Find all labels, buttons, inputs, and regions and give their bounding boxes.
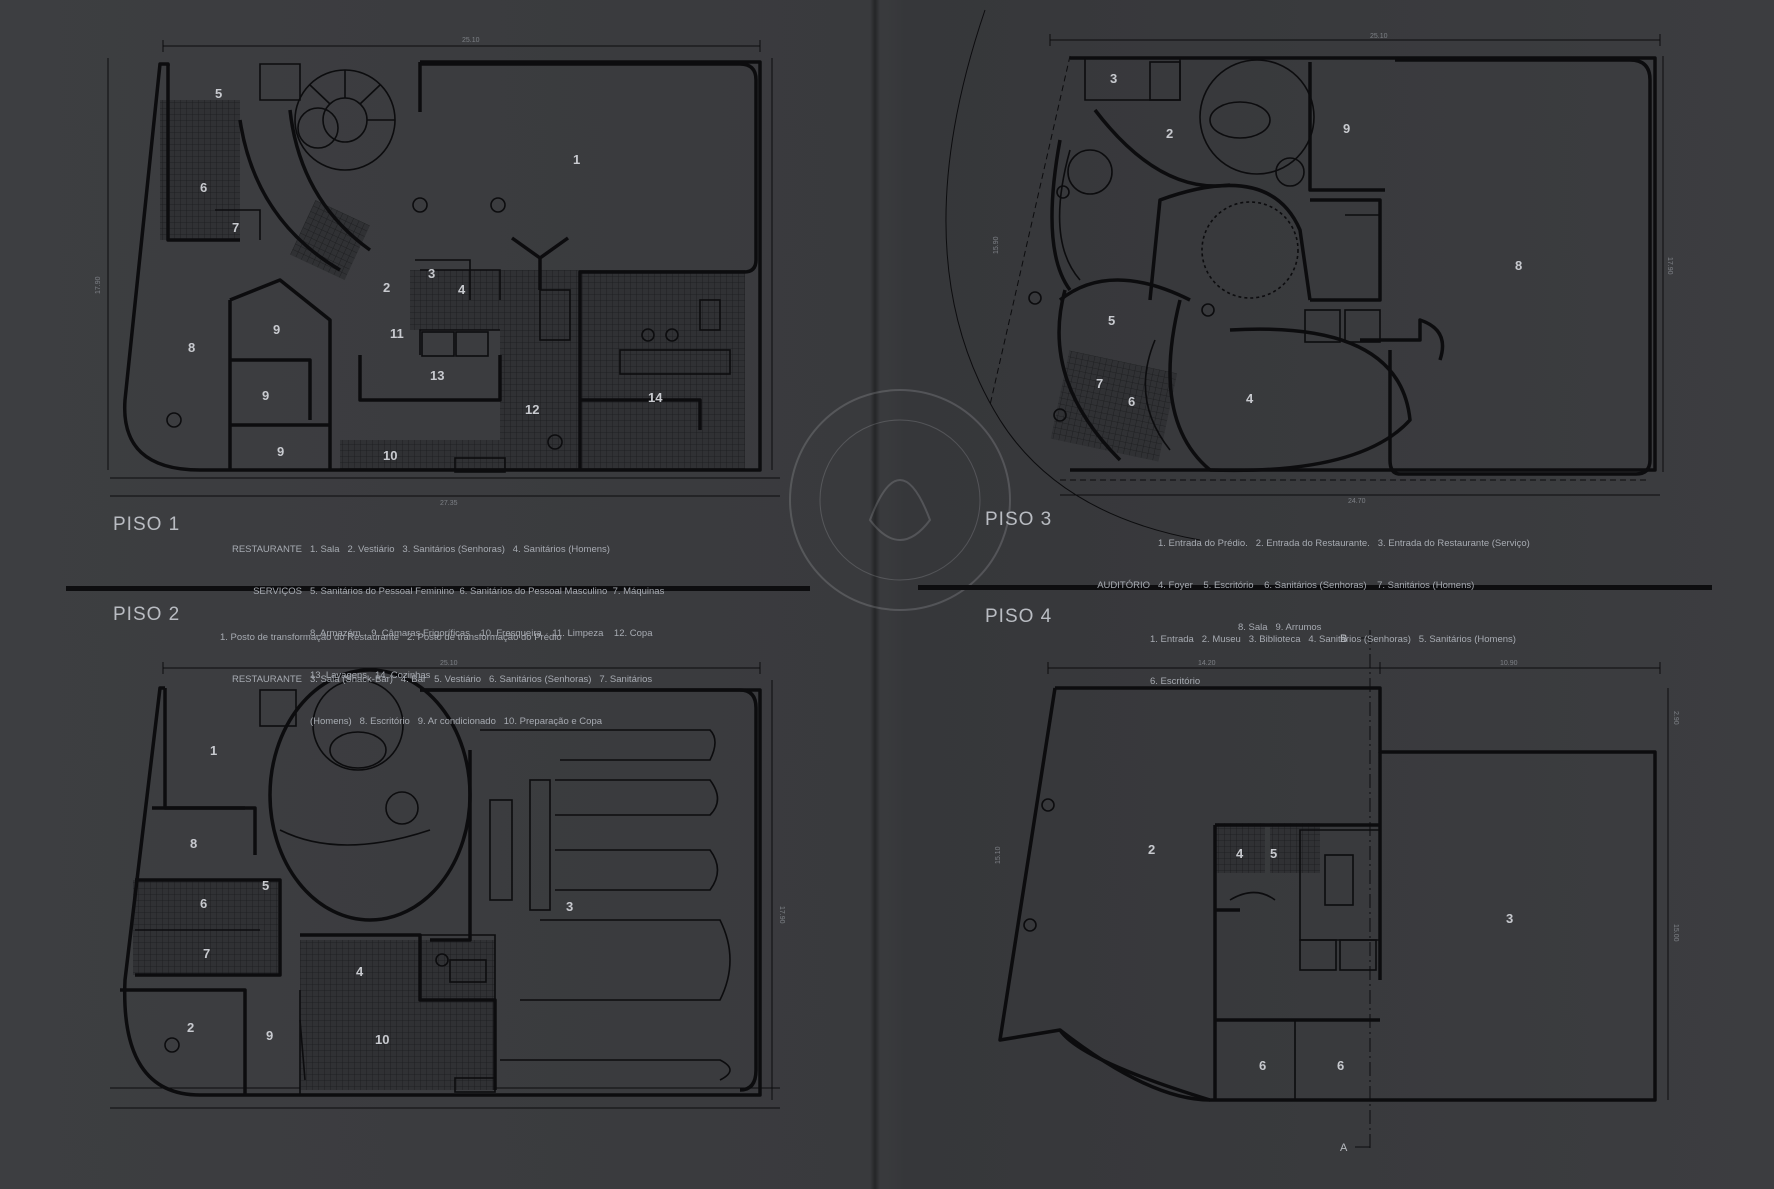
horizontal-divider-right	[918, 585, 1712, 590]
piso1-room: 10	[383, 448, 397, 463]
piso2-room: 1	[210, 743, 217, 758]
piso4-dim-top-right: 10.90	[1500, 660, 1518, 667]
seal-watermark-icon	[789, 389, 1011, 611]
piso2-room: 7	[203, 946, 210, 961]
piso1-room: 14	[648, 390, 663, 405]
piso2-plan: 25.10 17.90	[110, 660, 785, 1109]
piso1-room: 9	[277, 444, 284, 459]
legend-key: RESTAURANTE	[231, 544, 302, 555]
piso4-dim-left: 15.10	[995, 846, 1002, 864]
piso3-dim-left: 15.90	[993, 236, 1000, 254]
piso1-room: 5	[215, 86, 222, 101]
piso4-room: 2	[1148, 842, 1155, 857]
piso3-dim-right: 17.90	[1666, 257, 1673, 275]
piso2-room: 3	[566, 899, 573, 914]
legend-line: 13. Lavagens 14. Cozinhas	[310, 670, 431, 681]
legend-line: (Homens) 8. Escritório 9. Ar condicionad…	[310, 716, 603, 727]
piso2-room: 5	[262, 878, 269, 893]
piso2-room: 2	[187, 1020, 194, 1035]
piso4-dim-right-top: 2.90	[1672, 711, 1679, 725]
piso3-dim-bottom: 24.70	[1348, 498, 1366, 505]
legend-key: AUDITÓRIO	[1097, 580, 1150, 591]
piso3-plan: 25.10 24.70 15.90 17.90	[945, 9, 1673, 541]
piso4-plan: 14.20 10.90 15.10 2.90 15.00 B A	[995, 630, 1679, 1154]
piso4-dim-right: 15.00	[1672, 924, 1679, 942]
piso1-room: 9	[273, 322, 280, 337]
legend-line: 1. Posto de transformação do Restaurante…	[220, 632, 562, 643]
legend-line: 8. Sala 9. Arrumos	[1238, 622, 1322, 633]
legend-line: 6. Escritório	[1150, 676, 1201, 687]
piso3-room: 3	[1110, 71, 1117, 86]
legend-line: 8. Armazém 9. Câmaras Frigoríficas 10. F…	[310, 628, 653, 639]
horizontal-divider-left	[66, 586, 810, 591]
legend-line: 4. Foyer 5. Escritório 6. Sanitários (Se…	[1158, 580, 1475, 591]
piso1-title: PISO 1	[113, 514, 181, 535]
piso3-room: 6	[1128, 394, 1135, 409]
piso1-dim-left: 17.90	[95, 276, 102, 294]
piso4-room: 5	[1270, 846, 1277, 861]
piso1-room: 8	[188, 340, 195, 355]
piso1-room: 4	[458, 282, 466, 297]
piso1-room: 9	[262, 388, 269, 403]
piso2-tree-icon	[385, 791, 419, 825]
piso4-room: 6	[1259, 1058, 1266, 1073]
piso2-dim-right: 17.90	[778, 906, 785, 924]
piso4-room: 3	[1506, 911, 1513, 926]
piso3-room: 7	[1096, 376, 1103, 391]
piso2-room: 9	[266, 1028, 273, 1043]
piso1-room: 13	[430, 368, 444, 383]
piso3-room: 9	[1343, 121, 1350, 136]
piso3-room: 8	[1515, 258, 1522, 273]
piso1-dim-top: 25.10	[462, 37, 480, 44]
legend-line: 1. Entrada do Prédio. 2. Entrada do Rest…	[1158, 538, 1530, 549]
piso2-room: 10	[375, 1032, 389, 1047]
piso1-room: 11	[390, 326, 404, 341]
legend-line: 1. Entrada 2. Museu 3. Biblioteca 4. San…	[1150, 634, 1516, 645]
piso4-legend: 1. Entrada 2. Museu 3. Biblioteca 4. San…	[1150, 605, 1516, 717]
piso2-room: 4	[356, 964, 364, 979]
section-marker-b: B	[1340, 633, 1347, 645]
piso3-room: 4	[1246, 391, 1254, 406]
piso1-dim-bottom: 27.35	[440, 500, 458, 507]
piso3-legend: 1. Entrada do Prédio. 2. Entrada do Rest…	[1058, 509, 1530, 663]
piso2-dim-top: 25.10	[440, 660, 458, 667]
piso4-dim-top-left: 14.20	[1198, 660, 1216, 667]
piso4-room: 6	[1337, 1058, 1344, 1073]
piso1-room: 7	[232, 220, 239, 235]
page-fold	[870, 0, 880, 1189]
piso3-dim-top: 25.10	[1370, 33, 1388, 40]
piso1-room: 12	[525, 402, 539, 417]
piso3-room: 2	[1166, 126, 1173, 141]
section-marker-a: A	[1340, 1142, 1348, 1154]
legend-key: RESTAURANTE	[231, 674, 302, 685]
piso3-tree-icon	[1067, 149, 1113, 195]
legend-line: 5. Sanitários do Pessoal Feminino 6. San…	[310, 586, 665, 597]
legend-line: 1. Sala 2. Vestiário 3. Sanitários (Senh…	[310, 544, 610, 555]
legend-line: 3. Sala (Snack-Bar) 4. Bar 5. Vestiário …	[310, 674, 653, 685]
piso1-legend: RESTAURANTE 1. Sala 2. Vestiário 3. Sanit…	[210, 515, 664, 711]
piso2-room: 6	[200, 896, 207, 911]
piso1-room: 2	[383, 280, 390, 295]
legend-key: SERVIÇOS	[253, 586, 302, 597]
piso1-room: 3	[428, 266, 435, 281]
piso4-title: PISO 4	[985, 606, 1053, 627]
piso1-room: 1	[573, 152, 580, 167]
piso1-tree-icon	[297, 107, 339, 149]
piso3-title: PISO 3	[985, 509, 1053, 530]
piso2-legend: 1. Posto de transformação do Restaurante…	[210, 603, 652, 757]
piso2-room: 8	[190, 836, 197, 851]
piso2-title: PISO 2	[113, 604, 181, 625]
piso3-room: 5	[1108, 313, 1115, 328]
piso1-plan: 25.10 27.35 17.90	[95, 37, 780, 507]
piso1-room: 6	[200, 180, 207, 195]
piso4-room: 4	[1236, 846, 1244, 861]
